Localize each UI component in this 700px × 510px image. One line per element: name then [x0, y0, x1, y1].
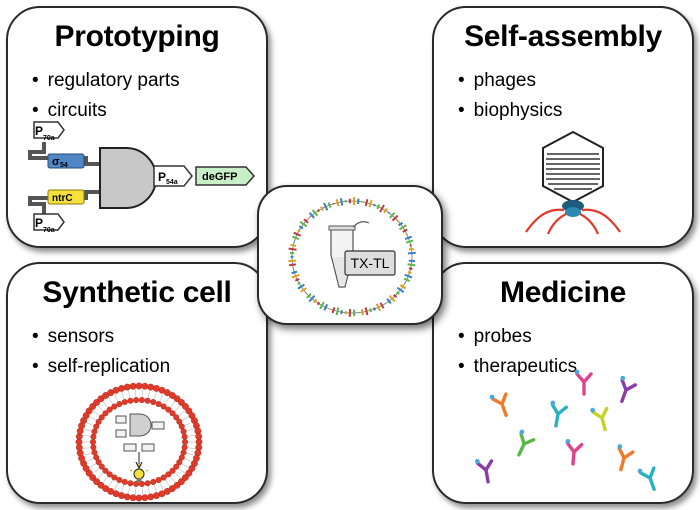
wire-top — [28, 142, 102, 166]
promoter-top-label: P — [35, 124, 43, 138]
medicine-panel: Medicine probes therapeutics — [432, 262, 694, 504]
inner-circuit-icon — [115, 413, 165, 464]
antibody-icon — [617, 444, 635, 472]
sigma-box — [47, 153, 85, 169]
promoter-out-icon — [153, 165, 193, 187]
medicine-bullet-2: therapeutics — [458, 352, 578, 382]
antibody-icon — [620, 375, 638, 403]
medicine-bullet-1: probes — [458, 322, 577, 352]
promoter-bottom-icon — [33, 213, 65, 231]
prototyping-bullet-2: circuits — [32, 96, 180, 126]
promoter-bottom-sub: 70a — [43, 227, 55, 234]
synthetic-cell-bullet-2: self-replication — [32, 352, 171, 382]
antibody-icon — [474, 458, 494, 484]
promoter-top-icon — [33, 121, 65, 139]
dna-ring-illustration: TX-TL — [288, 197, 416, 317]
sigma-sub: 54 — [60, 162, 68, 169]
promoter-out-sub: 54a — [166, 179, 178, 186]
sigma-label: σ — [52, 156, 60, 168]
synthetic-cell-title: Synthetic cell — [42, 276, 232, 309]
promoter-out-label: P — [158, 170, 166, 184]
synthetic-cell-illustration — [75, 382, 203, 502]
antibody-icon — [637, 466, 656, 491]
phage-capsid — [542, 130, 604, 204]
phage-tail-fibers — [525, 208, 621, 235]
self-assembly-bullet-1: phages — [458, 66, 562, 96]
genetic-circuit-diagram: P 70a P 70a σ 54 ntrC P 54a deGFP — [28, 121, 256, 234]
synthetic-cell-panel: Synthetic cell sensors self-replication — [6, 262, 268, 504]
antibody-icon — [565, 439, 584, 466]
synthetic-cell-bullet-1: sensors — [32, 322, 170, 352]
self-assembly-panel: Self-assembly phages biophysics — [432, 6, 694, 248]
reporter-label: deGFP — [202, 171, 237, 183]
lightbulb-icon — [129, 464, 149, 482]
medicine-title: Medicine — [500, 276, 626, 309]
prototyping-bullets: regulatory parts circuits — [32, 66, 180, 126]
antibody-icon — [550, 400, 568, 428]
phage-icon — [525, 130, 621, 235]
arrow-down-icon — [135, 461, 143, 470]
prototyping-bullet-1: regulatory parts — [32, 66, 180, 96]
antibody-icon — [517, 429, 536, 457]
tx-tl-label: TX-TL — [351, 255, 390, 271]
membrane-inner-ring — [82, 389, 196, 495]
self-assembly-bullet-2: biophysics — [458, 96, 563, 126]
promoter-top-sub: 70a — [43, 135, 55, 142]
dna-ring-icon — [288, 197, 416, 317]
antibody-icon — [574, 369, 593, 396]
ntrc-label: ntrC — [52, 193, 73, 204]
wire-bottom — [28, 190, 102, 214]
synthetic-cell-bullets: sensors self-replication — [32, 322, 171, 382]
self-assembly-bullets: phages biophysics — [458, 66, 563, 126]
self-assembly-title: Self-assembly — [464, 20, 662, 53]
membrane-outer-ring — [75, 382, 203, 502]
promoter-bottom-label: P — [35, 216, 43, 230]
ntrc-box — [47, 189, 85, 205]
antibody-icon — [590, 406, 609, 432]
prototyping-title: Prototyping — [54, 20, 220, 53]
prototyping-panel: Prototyping regulatory parts circuits P … — [6, 6, 268, 248]
tx-tl-label-box — [344, 250, 396, 276]
phage-baseplate — [565, 207, 581, 217]
and-gate-icon — [99, 147, 157, 209]
tx-tl-center-panel: TX-TL — [257, 185, 443, 325]
medicine-bullets: probes therapeutics — [458, 322, 578, 382]
antibody-icon — [489, 392, 508, 417]
reporter-box — [195, 166, 256, 186]
antibodies-illustration — [474, 369, 656, 491]
